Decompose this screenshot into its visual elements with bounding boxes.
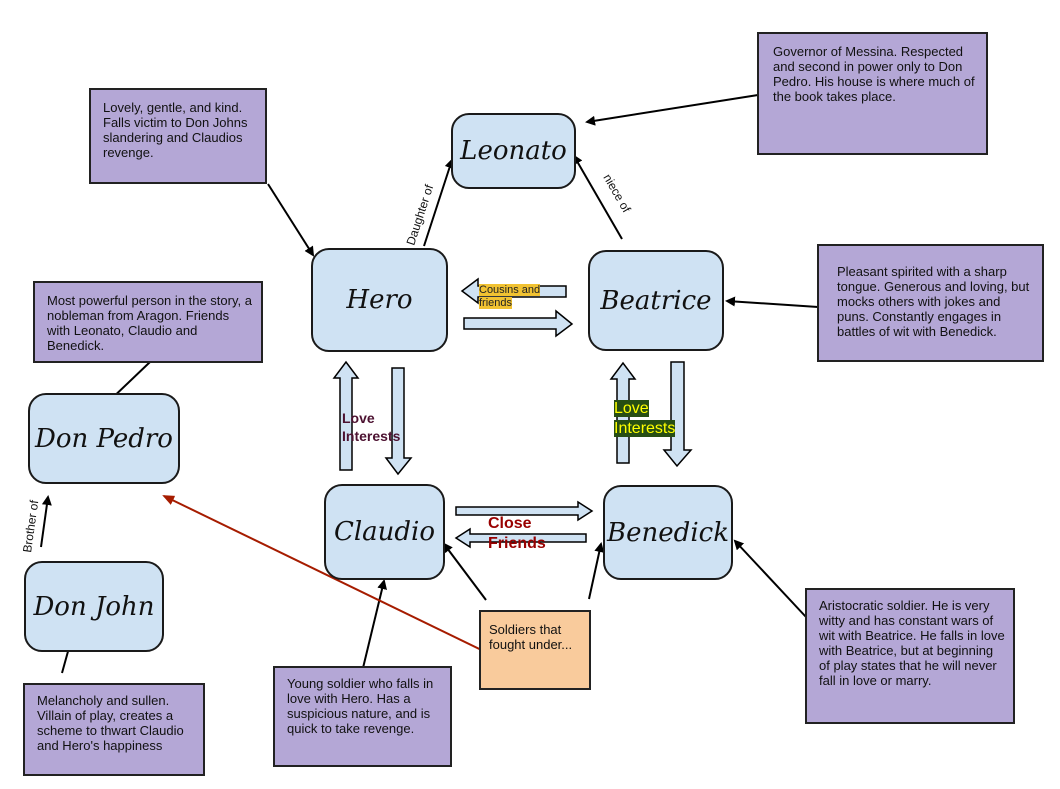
block-arrow-claudio-to-hero [332,360,360,471]
node-leonato[interactable]: Leonato [451,113,576,189]
label-brother-of: Brother of [20,499,41,554]
block-arrow-claudio-to-benedick [455,500,594,522]
block-arrow-beatrice-to-benedick [662,361,693,468]
arrow-benedick-note [733,539,807,618]
node-label: Claudio [333,517,436,547]
label-love-interests-left: Love Interests [342,409,400,445]
block-arrow-benedick-to-claudio [454,527,587,549]
label-love-right-line1: Love [614,400,649,417]
node-claudio[interactable]: Claudio [324,484,445,580]
note-don-john: Melancholy and sullen. Villain of play, … [23,683,205,776]
note-claudio: Young soldier who falls in love with Her… [273,666,452,767]
node-don-john[interactable]: Don John [24,561,164,652]
node-hero[interactable]: Hero [311,248,448,352]
label-love-right-line2: Interests [614,420,676,437]
node-label: Don John [33,591,155,622]
node-benedick[interactable]: Benedick [603,485,733,580]
label-close-line2: Friends [488,535,546,552]
note-benedick: Aristocratic soldier. He is very witty a… [805,588,1015,724]
label-love-interests-right: Love Interests [614,399,676,439]
node-label: Don Pedro [35,423,173,454]
arrow-claudio-note [362,579,387,669]
label-cousins-and-friends: Cousins and friends [479,284,541,310]
label-love-left-line2: Interests [342,428,401,444]
arrow-leonato-note [585,94,759,126]
arrow-hero-note [267,183,315,257]
arrow-beatrice-note [725,296,819,308]
node-beatrice[interactable]: Beatrice [588,250,724,351]
note-soldiers: Soldiers that fought under... [479,610,591,690]
label-daughter-of: Daughter of [404,182,437,247]
note-hero: Lovely, gentle, and kind. Falls victim t… [89,88,267,184]
block-arrow-hero-to-claudio [384,367,413,476]
block-arrow-hero-to-beatrice [463,309,574,338]
arrow-beatrice-leonato [572,154,623,240]
arrow-soldiers-benedick [588,542,605,600]
node-don-pedro[interactable]: Don Pedro [28,393,180,484]
note-beatrice: Pleasant spirited with a sharp tongue. G… [817,244,1044,362]
label-close-line1: Close [488,515,532,532]
arrow-soldiers-claudio [442,542,487,601]
note-don-pedro: Most powerful person in the story, a nob… [33,281,263,363]
note-leonato: Governor of Messina. Respected and secon… [757,32,988,155]
arrow-donjohn-donpedro [40,495,52,548]
label-cousins-line2: friends [479,297,513,309]
label-close-friends: Close Friends [488,514,546,554]
label-cousins-line1: Cousins and [479,284,541,296]
label-love-left-line1: Love [342,410,375,426]
arrow-soldiers-donpedro [162,495,534,676]
node-label: Leonato [460,136,567,166]
node-label: Benedick [607,517,729,548]
arrow-hero-leonato [423,158,455,247]
node-label: Beatrice [600,285,712,316]
node-label: Hero [346,285,413,315]
